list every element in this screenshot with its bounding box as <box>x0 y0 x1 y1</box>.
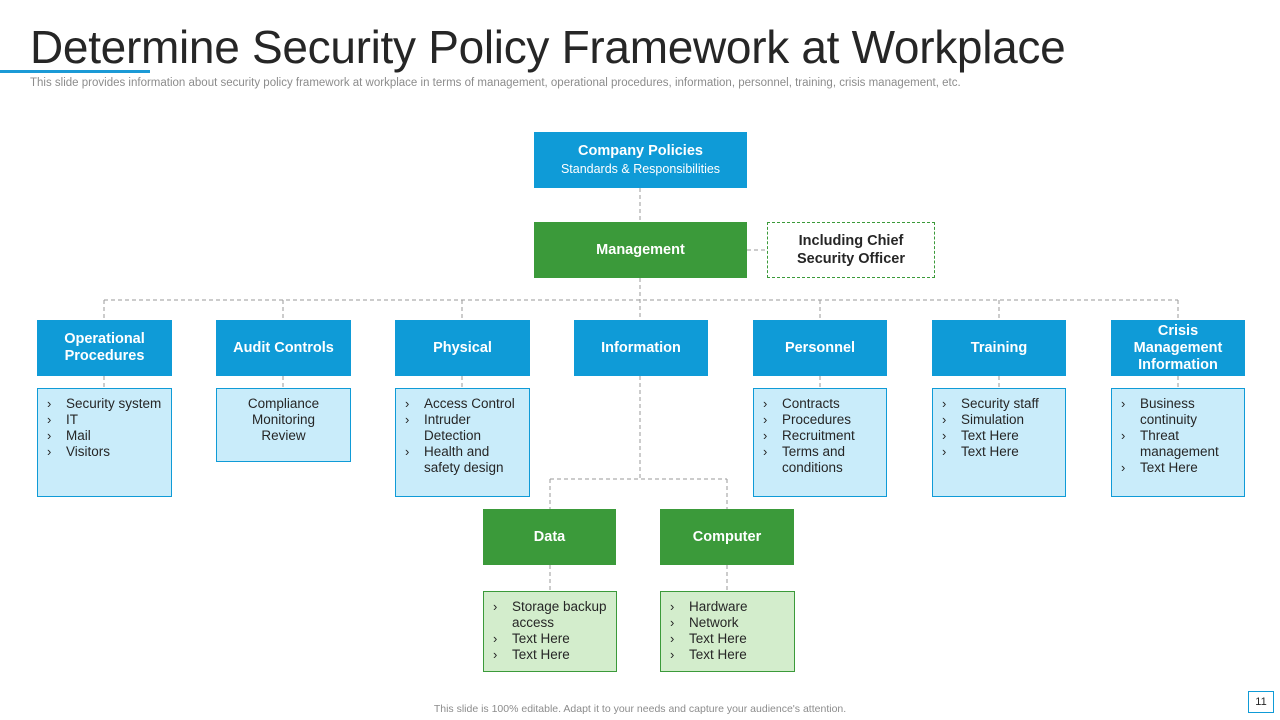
category-training: Training <box>932 320 1066 376</box>
category-title-line: Operational <box>64 331 145 347</box>
company-policies-subtitle: Standards & Responsibilities <box>560 161 721 176</box>
management-box: Management <box>534 222 747 278</box>
detail-item: Simulation <box>941 412 1059 428</box>
category-title-line: Physical <box>433 339 492 356</box>
category-physical: Physical <box>395 320 530 376</box>
detail-item: Security system <box>46 396 165 412</box>
detail-item: Text Here <box>669 647 788 663</box>
physical-details: Access Control Intruder Detection Health… <box>395 388 530 497</box>
audit-controls-details: Compliance Monitoring Review <box>216 388 351 462</box>
detail-text-line: Review <box>261 428 306 443</box>
computer-title: Computer <box>692 528 762 545</box>
detail-item: Procedures <box>762 412 880 428</box>
detail-item: Intruder Detection <box>404 412 523 444</box>
category-personnel: Personnel <box>753 320 887 376</box>
detail-item: Text Here <box>941 444 1059 460</box>
detail-item: Security staff <box>941 396 1059 412</box>
slide-title: Determine Security Policy Framework at W… <box>30 21 1066 73</box>
category-title-line: Audit Controls <box>233 339 334 356</box>
training-details: Security staff Simulation Text Here Text… <box>932 388 1066 497</box>
company-policies-title: Company Policies <box>578 142 703 159</box>
category-title-line: Procedures <box>64 348 145 364</box>
chief-security-officer-note: Including Chief Security Officer <box>767 222 935 278</box>
operational-procedures-details: Security system IT Mail Visitors <box>37 388 172 497</box>
category-title-line: Personnel <box>784 339 856 356</box>
detail-item: Recruitment <box>762 428 880 444</box>
management-title: Management <box>596 241 685 258</box>
category-title-line: Management <box>1133 339 1223 356</box>
detail-item: Network <box>669 615 788 631</box>
note-line-2: Security Officer <box>797 251 905 267</box>
detail-item: Visitors <box>46 444 165 460</box>
data-details: Storage backup access Text Here Text Her… <box>483 591 617 672</box>
category-title-line: Crisis <box>1157 322 1199 339</box>
detail-item: Hardware <box>669 599 788 615</box>
detail-item: Threat management <box>1120 428 1238 460</box>
detail-item: Text Here <box>492 631 610 647</box>
data-title: Data <box>533 528 566 545</box>
category-operational-procedures: Operational Procedures <box>37 320 172 376</box>
slide-footer-note: This slide is 100% editable. Adapt it to… <box>433 703 847 715</box>
data-box: Data <box>483 509 616 565</box>
category-audit-controls: Audit Controls <box>216 320 351 376</box>
personnel-details: Contracts Procedures Recruitment Terms a… <box>753 388 887 497</box>
category-title-line: Training <box>970 339 1028 356</box>
detail-item: Access Control <box>404 396 523 412</box>
computer-details: Hardware Network Text Here Text Here <box>660 591 795 672</box>
category-title-line: Information <box>601 339 681 356</box>
category-crisis-management-information: Crisis Management Information <box>1111 320 1245 376</box>
detail-item: Contracts <box>762 396 880 412</box>
detail-item: Terms and conditions <box>762 444 880 476</box>
detail-text-line: Compliance <box>247 396 320 411</box>
slide-subtitle: This slide provides information about se… <box>30 77 961 89</box>
title-accent-line <box>0 70 150 73</box>
detail-item: Business continuity <box>1120 396 1238 428</box>
detail-item: Text Here <box>1120 460 1238 476</box>
computer-box: Computer <box>660 509 794 565</box>
detail-item: Health and safety design <box>404 444 523 476</box>
detail-item: Storage backup access <box>492 599 610 631</box>
category-title-line: Information <box>1138 356 1218 373</box>
crisis-management-details: Business continuity Threat management Te… <box>1111 388 1245 497</box>
detail-item: Text Here <box>492 647 610 663</box>
company-policies-box: Company Policies Standards & Responsibil… <box>534 132 747 188</box>
detail-item: Mail <box>46 428 165 444</box>
page-number: 11 <box>1248 691 1274 713</box>
detail-item: Text Here <box>669 631 788 647</box>
detail-item: IT <box>46 412 165 428</box>
note-line-1: Including Chief <box>798 233 904 249</box>
category-information: Information <box>574 320 708 376</box>
detail-item: Text Here <box>941 428 1059 444</box>
detail-text-line: Monitoring <box>251 412 316 427</box>
